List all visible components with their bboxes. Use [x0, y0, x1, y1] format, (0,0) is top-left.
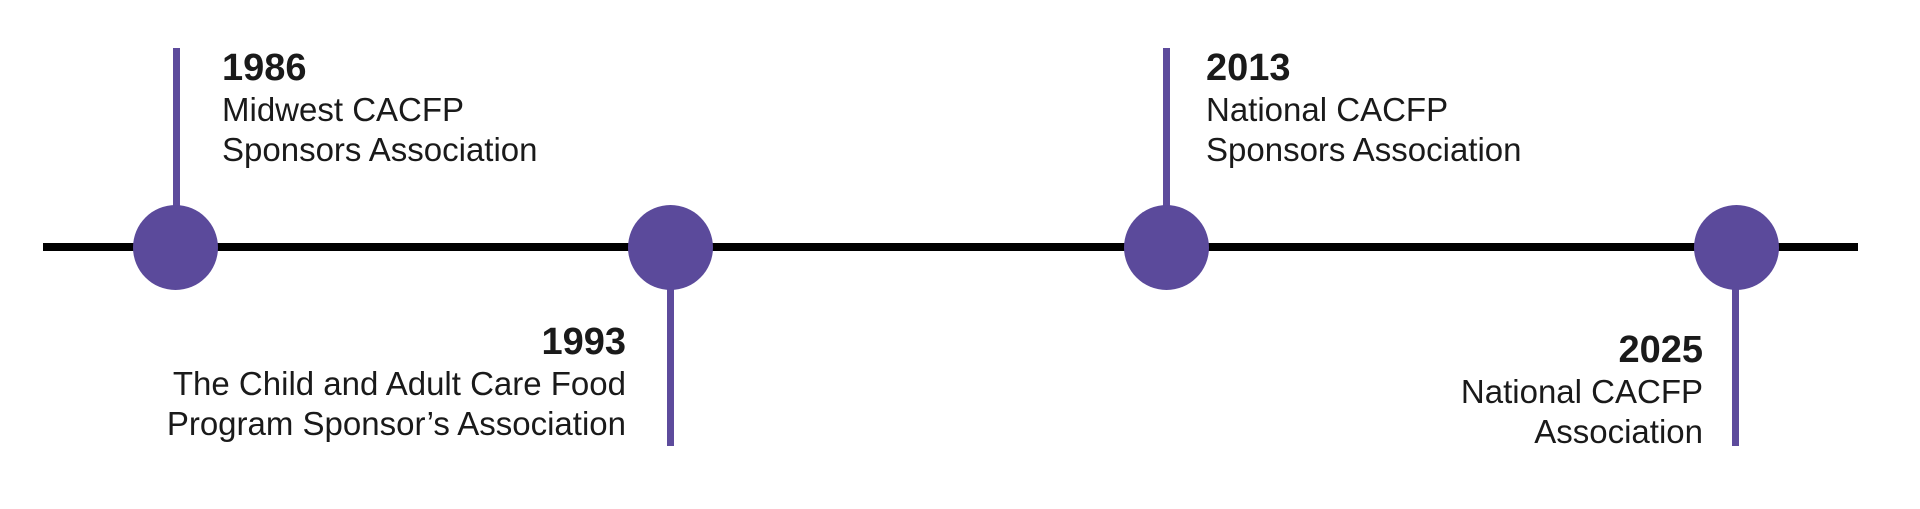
event-label-2025: 2025 National CACFP Association	[1461, 328, 1703, 452]
timeline-node-2025	[1694, 205, 1779, 290]
event-description-line: Program Sponsor’s Association	[166, 405, 626, 442]
timeline-stem-1993	[667, 288, 674, 446]
event-description-line: National CACFP	[1206, 91, 1449, 128]
event-description-line: The Child and Adult Care Food	[172, 365, 626, 402]
event-description-line: Association	[1534, 413, 1703, 450]
event-label-1993: 1993 The Child and Adult Care Food Progr…	[167, 320, 626, 444]
timeline-stem-2013	[1163, 48, 1170, 208]
timeline-stem-1986	[173, 48, 180, 208]
event-year: 1993	[541, 321, 626, 363]
event-description-line: Sponsors Association	[222, 131, 538, 168]
event-year: 1986	[222, 47, 307, 89]
event-description-line: Sponsors Association	[1206, 131, 1522, 168]
event-year: 2025	[1618, 329, 1703, 371]
event-label-1986: 1986 Midwest CACFP Sponsors Association	[222, 46, 538, 170]
timeline-node-1993	[628, 205, 713, 290]
timeline-axis-line	[43, 243, 1858, 251]
event-description-line: Midwest CACFP	[222, 91, 465, 128]
timeline-node-2013	[1124, 205, 1209, 290]
timeline-node-1986	[133, 205, 218, 290]
event-year: 2013	[1206, 47, 1291, 89]
timeline-stem-2025	[1732, 288, 1739, 446]
event-label-2013: 2013 National CACFP Sponsors Association	[1206, 46, 1522, 170]
event-description-line: National CACFP	[1460, 373, 1703, 410]
